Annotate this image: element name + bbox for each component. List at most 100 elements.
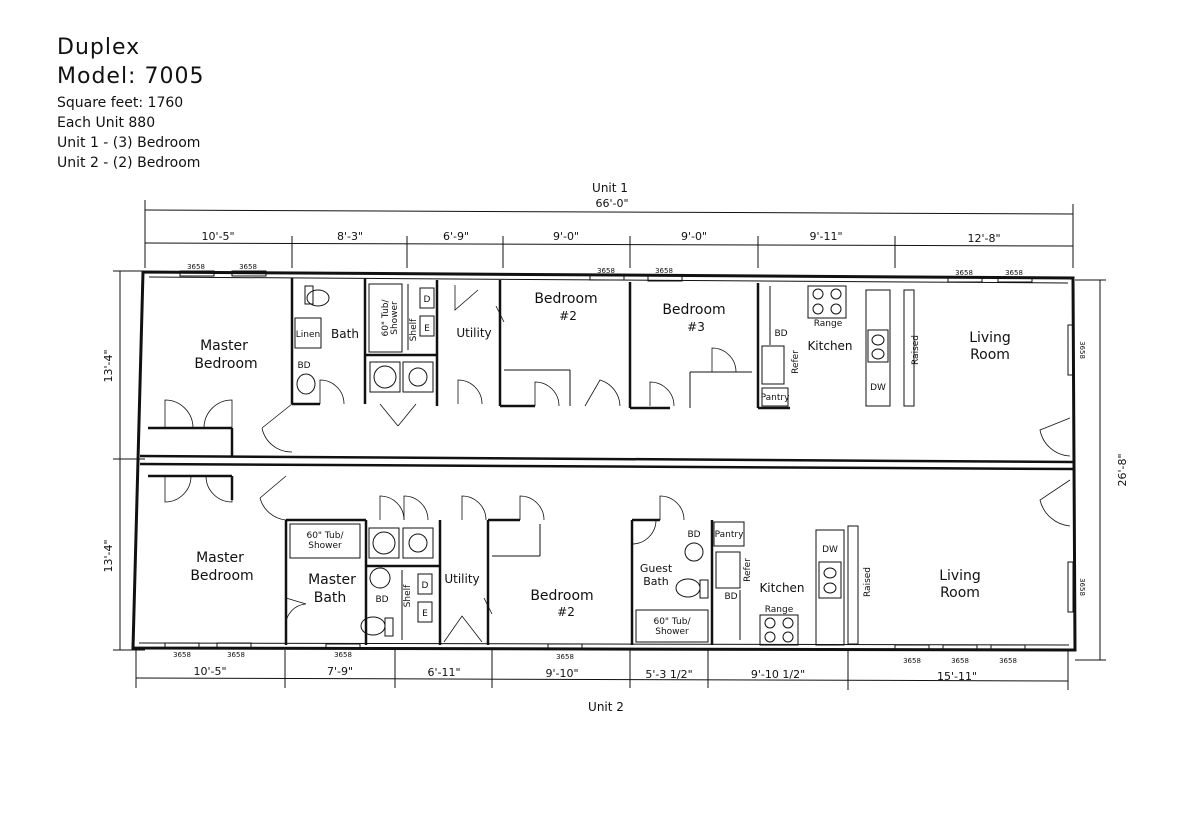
unit2-bd-label-3: BD <box>724 592 737 602</box>
unit1-dw-label: DW <box>870 383 886 393</box>
unit1-dim-4: 9'-0" <box>553 230 579 243</box>
unit2-tub1-label: 60" Tub/ <box>306 531 344 541</box>
unit1-raised-label: Raised <box>911 335 921 365</box>
unit1-dim-6: 9'-11" <box>809 230 842 243</box>
window-label-15: 3658 <box>999 657 1017 665</box>
unit2-guest-bath-label: Guest <box>640 562 673 575</box>
unit2-bottom-dimensions: 10'-5" 7'-9" 6'-11" 9'-10" 5'-3 1/2" 9'-… <box>135 650 1069 714</box>
unit2-dim-2: 7'-9" <box>327 665 353 678</box>
unit1-tub-label-2: Shower <box>390 301 400 335</box>
unit1-bedroom2-number: #2 <box>559 309 577 323</box>
unit2-dim-6: 9'-10 1/2" <box>751 668 805 681</box>
unit1-master-bedroom-label-2: Bedroom <box>194 356 257 372</box>
unit2-dryer-label: D <box>422 581 429 591</box>
unit1-utility-label: Utility <box>456 326 491 340</box>
unit1-depth-dimension: 13'-4" <box>102 349 115 382</box>
exterior-walls <box>131 270 1077 652</box>
unit1-master-bedroom-label: Master <box>200 338 248 354</box>
unit1-living-room-label-2: Room <box>970 347 1010 363</box>
unit1-shelf-label: Shelf <box>409 318 419 341</box>
unit1-bd-label-1: BD <box>297 361 310 371</box>
unit2-utility-label: Utility <box>444 572 479 586</box>
unit2-refer-label: Refer <box>743 558 753 582</box>
window-label-10: 3658 <box>227 651 245 659</box>
unit1-overall-dimension: 66'-0" <box>595 197 628 210</box>
right-depth-dimension: 26'-8" <box>1075 279 1129 661</box>
unit2-tub1-label-2: Shower <box>308 541 342 551</box>
unit1-label: Unit 1 <box>592 181 628 195</box>
total-depth-dimension: 26'-8" <box>1116 453 1129 486</box>
unit2-master-bedroom-label-2: Bedroom <box>190 568 253 584</box>
unit2-depth-dimension: 13'-4" <box>102 539 115 572</box>
unit2-kitchen-label: Kitchen <box>759 581 804 595</box>
window-label-11: 3658 <box>334 651 352 659</box>
unit2-bedroom2-label: Bedroom <box>530 588 593 604</box>
left-depth-dimensions: 13'-4" 13'-4" <box>102 270 145 651</box>
unit1-bedroom2-label: Bedroom <box>534 291 597 307</box>
unit2-shelf-label: Shelf <box>403 584 413 607</box>
windows: 3658 3658 3658 3658 3658 3658 3658 3658 … <box>164 263 1086 665</box>
unit1-interior-walls: Linen BD 60" Tub/ Shower D E Shelf <box>148 278 921 456</box>
unit1-bd-label-2: BD <box>774 329 787 339</box>
unit2-master-bath-label-2: Bath <box>314 590 347 606</box>
unit2-washer-label: E <box>422 609 428 619</box>
unit1-top-dimensions: 10'-5" 8'-3" 6'-9" 9'-0" 9'-0" 9'-11" 12… <box>144 230 1074 268</box>
unit1-dim-5: 9'-0" <box>681 230 707 243</box>
unit2-tub2-label: 60" Tub/ <box>653 617 691 627</box>
unit1-bedroom3-number: #3 <box>687 320 705 334</box>
unit1-linen-label: Linen <box>296 330 320 340</box>
square-feet: Square feet: 1760 <box>57 95 184 111</box>
unit2-dim-4: 9'-10" <box>545 667 578 680</box>
unit2-guest-bath-label-2: Bath <box>643 575 669 588</box>
unit2-bedroom2-number: #2 <box>557 605 575 619</box>
unit2-tub2-label-2: Shower <box>655 627 689 637</box>
unit1-kitchen-label: Kitchen <box>807 339 852 353</box>
unit1-refer-label: Refer <box>791 350 801 374</box>
unit2-doors <box>164 475 1071 643</box>
unit1-room-labels: Master Bedroom Bath Utility Bedroom #2 B… <box>194 291 1010 372</box>
plan-title: Duplex <box>57 35 141 60</box>
unit1-range-label: Range <box>814 319 843 329</box>
unit2-living-room-label-2: Room <box>940 585 980 601</box>
unit1-washer-label: E <box>424 324 430 334</box>
unit2-master-bedroom-label: Master <box>196 550 244 566</box>
overall-dimension: Unit 1 66'-0" <box>144 181 1074 268</box>
window-label-13: 3658 <box>903 657 921 665</box>
unit1-bath-label: Bath <box>331 327 359 341</box>
each-unit-sqft: Each Unit 880 <box>57 115 156 131</box>
window-label-14: 3658 <box>951 657 969 665</box>
window-label-7: 3658 <box>1078 341 1086 359</box>
unit1-living-room-label: Living <box>969 330 1011 346</box>
unit2-dim-5: 5'-3 1/2" <box>645 668 692 681</box>
unit1-pantry-label: Pantry <box>761 393 790 403</box>
unit1-dim-7: 12'-8" <box>967 232 1000 245</box>
unit2-range-label: Range <box>765 605 794 615</box>
unit1-bedroom3-label: Bedroom <box>662 302 725 318</box>
unit2-description: Unit 2 - (2) Bedroom <box>57 155 201 171</box>
window-label-5: 3658 <box>955 269 973 277</box>
unit2-master-bath-label: Master <box>308 572 356 588</box>
window-label-12: 3658 <box>556 653 574 661</box>
unit2-bd-label-1: BD <box>375 595 388 605</box>
unit2-raised-label: Raised <box>863 567 873 597</box>
unit1-tub-label: 60" Tub/ <box>381 299 391 337</box>
unit1-description: Unit 1 - (3) Bedroom <box>57 135 201 151</box>
unit2-pantry-label: Pantry <box>715 530 744 540</box>
unit2-dim-1: 10'-5" <box>193 665 226 678</box>
unit2-dw-label: DW <box>822 545 838 555</box>
window-label-4: 3658 <box>655 267 673 275</box>
window-label-6: 3658 <box>1005 269 1023 277</box>
unit2-dim-7: 15'-11" <box>937 670 977 683</box>
unit1-dim-1: 10'-5" <box>201 230 234 243</box>
unit2-room-labels: Master Bedroom Master Bath Utility Bedro… <box>190 550 980 619</box>
window-label-8: 3658 <box>1078 578 1086 596</box>
unit1-doors <box>164 285 1071 457</box>
unit2-label: Unit 2 <box>588 700 624 714</box>
unit2-dim-3: 6'-11" <box>427 666 460 679</box>
unit1-dim-2: 8'-3" <box>337 230 363 243</box>
unit1-dim-3: 6'-9" <box>443 230 469 243</box>
unit2-bd-label-2: BD <box>687 530 700 540</box>
window-label-9: 3658 <box>173 651 191 659</box>
